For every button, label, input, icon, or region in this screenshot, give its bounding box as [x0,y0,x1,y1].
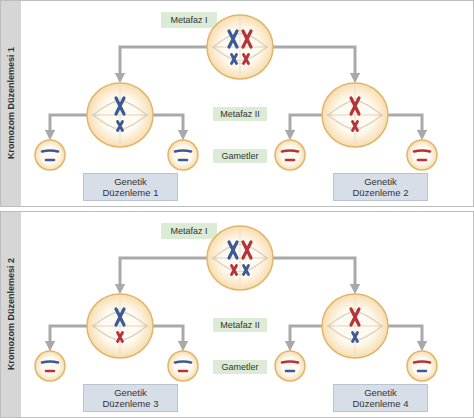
box-label: Genetik Düzenleme 4 [348,387,413,409]
box-label: Genetik Düzenleme 1 [98,176,163,198]
box-label: Metafaz I [170,15,207,25]
stage-label-box: Metafaz I [161,223,217,239]
box-label: Gametler [221,362,258,372]
box-label: Gametler [221,151,258,161]
box-label: Genetik Düzenleme 3 [98,387,163,409]
stage-label-box: Metafaz II [213,107,267,121]
box-label: Metafaz II [220,320,260,330]
genetic-arrangement-box: Genetik Düzenleme 1 [83,173,178,201]
band-title: Kromozom Düzenlemesi 2 [6,258,16,370]
box-label: Metafaz I [170,226,207,236]
genetic-arrangement-box: Genetik Düzenleme 2 [333,173,428,201]
side-band: Kromozom Düzenlemesi 1 [1,1,21,206]
stage-label-box: Metafaz I [161,12,217,28]
arrangement-panel: Kromozom Düzenlemesi 1 Metafaz I Metafaz I… [0,0,474,207]
arrangement-panel: Kromozom Düzenlemesi 2 Metafaz I Metafaz I… [0,211,474,418]
stage-label-box: Gametler [213,360,267,374]
genetic-arrangement-box: Genetik Düzenleme 3 [83,384,178,412]
genetic-arrangement-box: Genetik Düzenleme 4 [333,384,428,412]
band-title: Kromozom Düzenlemesi 1 [6,47,16,159]
stage-label-box: Gametler [213,149,267,163]
side-band: Kromozom Düzenlemesi 2 [1,212,21,417]
box-label: Genetik Düzenleme 2 [348,176,413,198]
stage-label-box: Metafaz II [213,318,267,332]
box-label: Metafaz II [220,109,260,119]
